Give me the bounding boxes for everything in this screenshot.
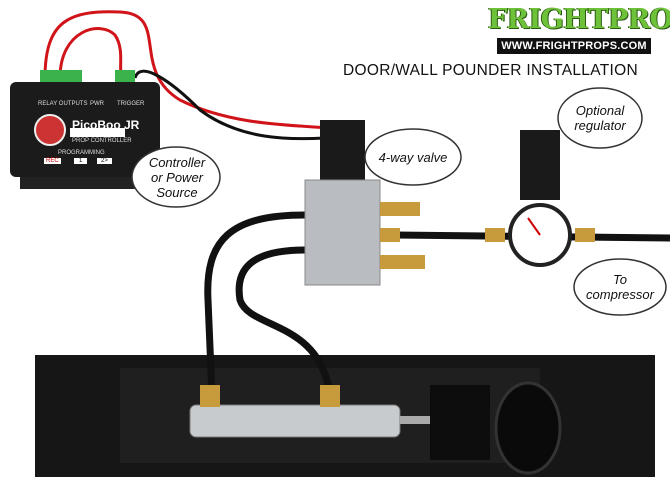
callout-controller-line2: or Power [150,170,204,185]
relay-outputs-label: RELAY OUTPUTS [38,101,88,107]
callout-bubble-valve [364,128,462,186]
page-title: DOOR/WALL POUNDER INSTALLATION [343,62,638,79]
pwr-label: PWR [90,101,104,107]
programming-label: PROGRAMMING [58,150,105,156]
button-1: 1 [74,158,88,164]
callout-valve: 4-way valve [378,150,448,165]
callout-controller: Controller or Power Source [138,155,216,200]
trigger-label: TRIGGER [117,101,145,107]
callout-regulator-line1: Optional [575,103,625,118]
valve-solenoid [320,120,365,180]
callout-controller-line1: Controller [148,155,206,170]
controller-subtitle: PROP CONTROLLER [72,138,132,144]
callout-regulator-line2: regulator [574,118,626,133]
valve-body [304,179,381,286]
hose-a [204,211,306,396]
callout-controller-line3: Source [156,185,198,200]
logo-url: WWW.FRIGHTPROPS.COM [497,38,651,54]
red-wire-2 [58,27,124,79]
regulator-body [520,130,560,200]
callout-regulator: Optional regulator [560,103,640,133]
callout-compressor-line1: To [613,272,627,287]
callout-compressor: To compressor [576,272,664,302]
callout-compressor-line2: compressor [586,287,654,302]
controller-brand: PicoBoo JR [72,118,140,132]
callout-bubble-compressor [573,258,667,316]
button-2: 2> [97,158,112,164]
red-wire [43,10,331,130]
frightprops-logo: FRIGHTPROPS WWW.FRIGHTPROPS.COM [488,4,670,54]
logo-word: FRIGHTPROPS [488,4,670,35]
hose-b [235,246,334,396]
callout-bubble-regulator [557,87,643,149]
wheel [494,381,562,475]
callout-bubble-controller [131,146,221,208]
rec-button: REC [44,158,61,164]
black-wire [133,69,326,141]
air-cylinder [189,404,401,438]
